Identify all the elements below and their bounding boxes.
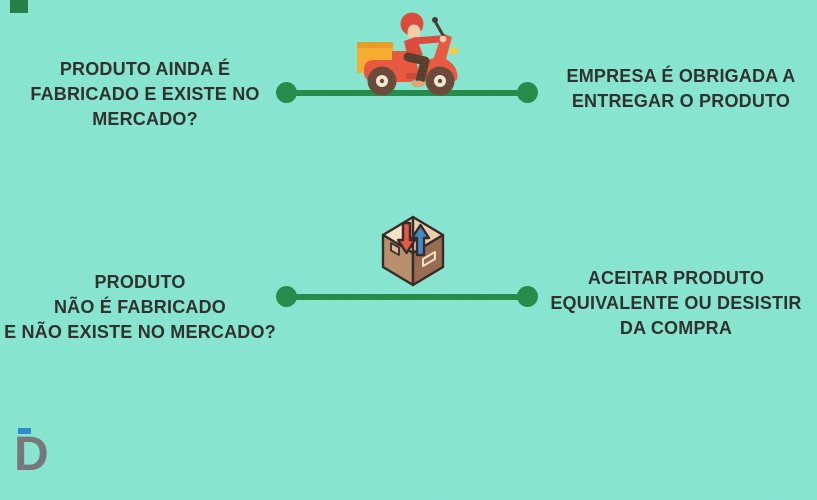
answer-1: EMPRESA É OBRIGADA A ENTREGAR O PRODUTO (566, 66, 796, 111)
corner-accent-square (10, 0, 28, 13)
answer-2: ACEITAR PRODUTO EQUIVALENTE OU DESISTIR … (550, 268, 802, 338)
connector-bar (286, 294, 528, 300)
delivery-scooter-icon (357, 12, 458, 96)
logo-letter: D (14, 428, 49, 481)
question-2: PRODUTO NÃO É FABRICADO E NÃO EXISTE NO … (4, 272, 276, 342)
question-1: PRODUTO AINDA É FABRICADO E EXISTE NO ME… (30, 59, 260, 129)
exchange-box-icon (381, 215, 445, 287)
logo: D (13, 420, 73, 490)
